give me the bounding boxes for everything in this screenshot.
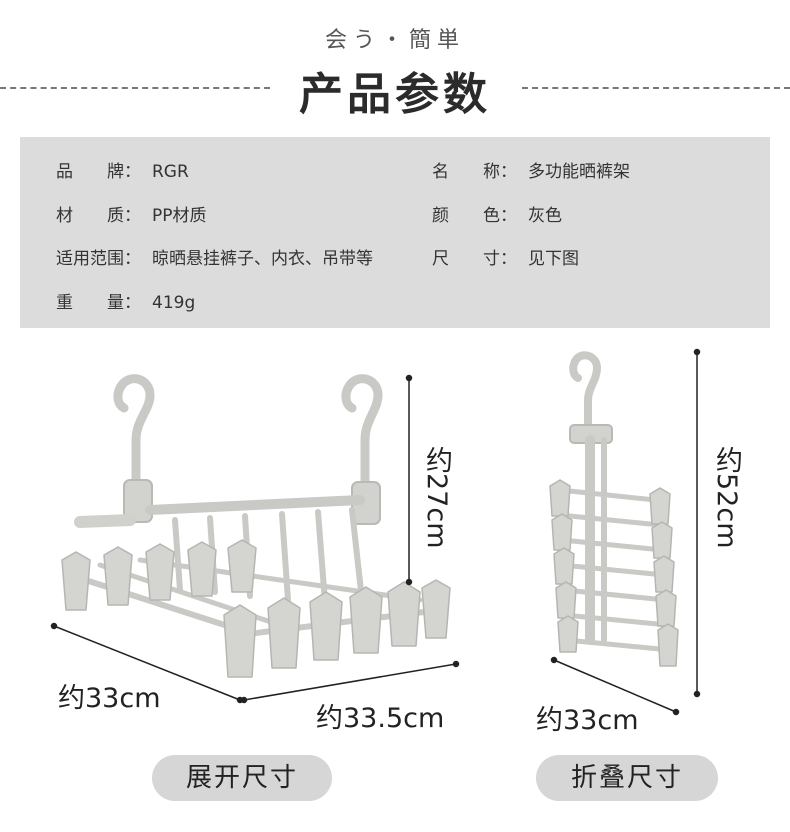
header-subtitle: 会う・簡単 <box>324 28 465 53</box>
spec-label: 颜 色： <box>432 206 517 226</box>
spec-value: 晾晒悬挂裤子、内衣、吊带等 <box>152 249 373 269</box>
spec-value: 多功能晒裤架 <box>528 162 630 182</box>
open-size-pill: 展开尺寸 <box>152 755 332 801</box>
open-dimension-lines <box>50 374 460 704</box>
spec-label: 适用范围： <box>56 249 141 269</box>
spec-value: 灰色 <box>528 206 562 226</box>
spec-usage: 适用范围： 晾晒悬挂裤子、内衣、吊带等 <box>56 244 373 269</box>
title-row: 产品参数 <box>0 58 790 120</box>
title-divider-left <box>0 87 270 89</box>
spec-label: 品 牌： <box>56 162 141 182</box>
open-height-label: 约27cm <box>421 446 452 549</box>
folded-width-label: 约33cm <box>536 705 639 736</box>
spec-size: 尺 寸： 见下图 <box>432 244 579 269</box>
spec-value: PP材质 <box>152 206 207 226</box>
folded-dimension-lines <box>550 348 701 716</box>
spec-brand: 品 牌： RGR <box>56 157 189 182</box>
folded-height-label: 约52cm <box>711 446 742 549</box>
spec-label: 名 称： <box>432 162 517 182</box>
page-title: 产品参数 <box>299 69 491 120</box>
spec-weight: 重 量： 419g <box>56 288 195 313</box>
spec-label: 重 量： <box>56 293 141 313</box>
folded-hanger-image <box>549 351 679 667</box>
spec-value: 见下图 <box>528 249 579 269</box>
folded-size-pill: 折叠尺寸 <box>536 755 718 801</box>
spec-color: 颜 色： 灰色 <box>432 201 562 226</box>
spec-table: 品 牌： RGR 名 称： 多功能晒裤架 材 质： PP材质 颜 色： 灰色 适用范围：… <box>20 137 770 328</box>
title-divider-right <box>522 87 790 89</box>
spec-name: 名 称： 多功能晒裤架 <box>432 157 630 182</box>
open-hanger-image <box>61 374 451 678</box>
open-depth-label: 约33cm <box>58 683 161 714</box>
spec-value: 419g <box>152 293 196 313</box>
open-width-label: 约33.5cm <box>316 703 445 734</box>
spec-label: 尺 寸： <box>432 249 517 269</box>
spec-material: 材 质： PP材质 <box>56 201 207 226</box>
spec-label: 材 质： <box>56 206 141 226</box>
spec-value: RGR <box>152 162 189 182</box>
